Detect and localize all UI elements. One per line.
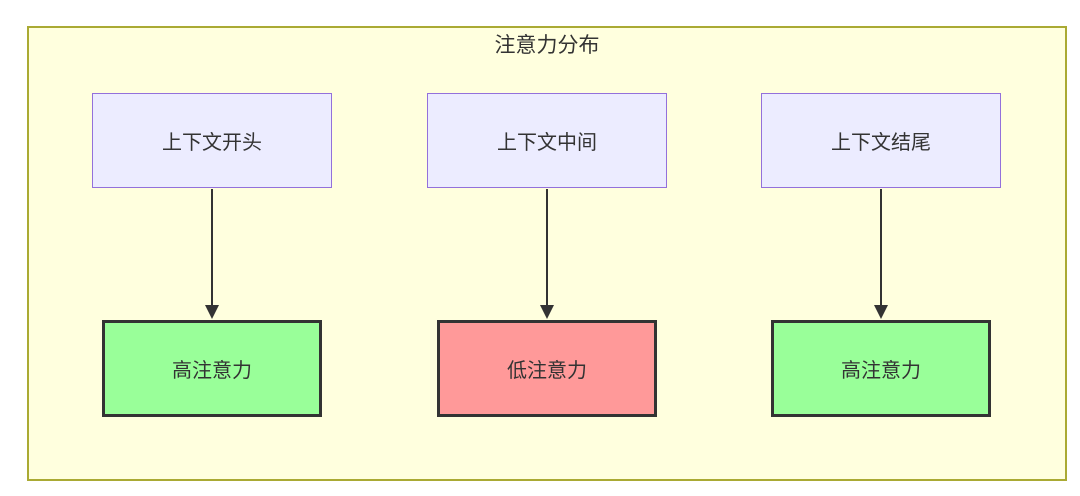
node-label: 高注意力 [841, 360, 921, 382]
node-context-start: 上下文开头 [92, 93, 332, 188]
node-context-end: 上下文结尾 [761, 93, 1001, 188]
node-label: 低注意力 [507, 360, 587, 382]
node-low-attention: 低注意力 [437, 320, 657, 417]
node-label: 上下文开头 [162, 132, 262, 154]
node-high-attention-right: 高注意力 [771, 320, 991, 417]
node-label: 高注意力 [172, 360, 252, 382]
node-label: 上下文中间 [497, 132, 597, 154]
node-label: 上下文结尾 [831, 132, 931, 154]
node-context-middle: 上下文中间 [427, 93, 667, 188]
node-high-attention-left: 高注意力 [102, 320, 322, 417]
diagram-title: 注意力分布 [494, 34, 600, 57]
